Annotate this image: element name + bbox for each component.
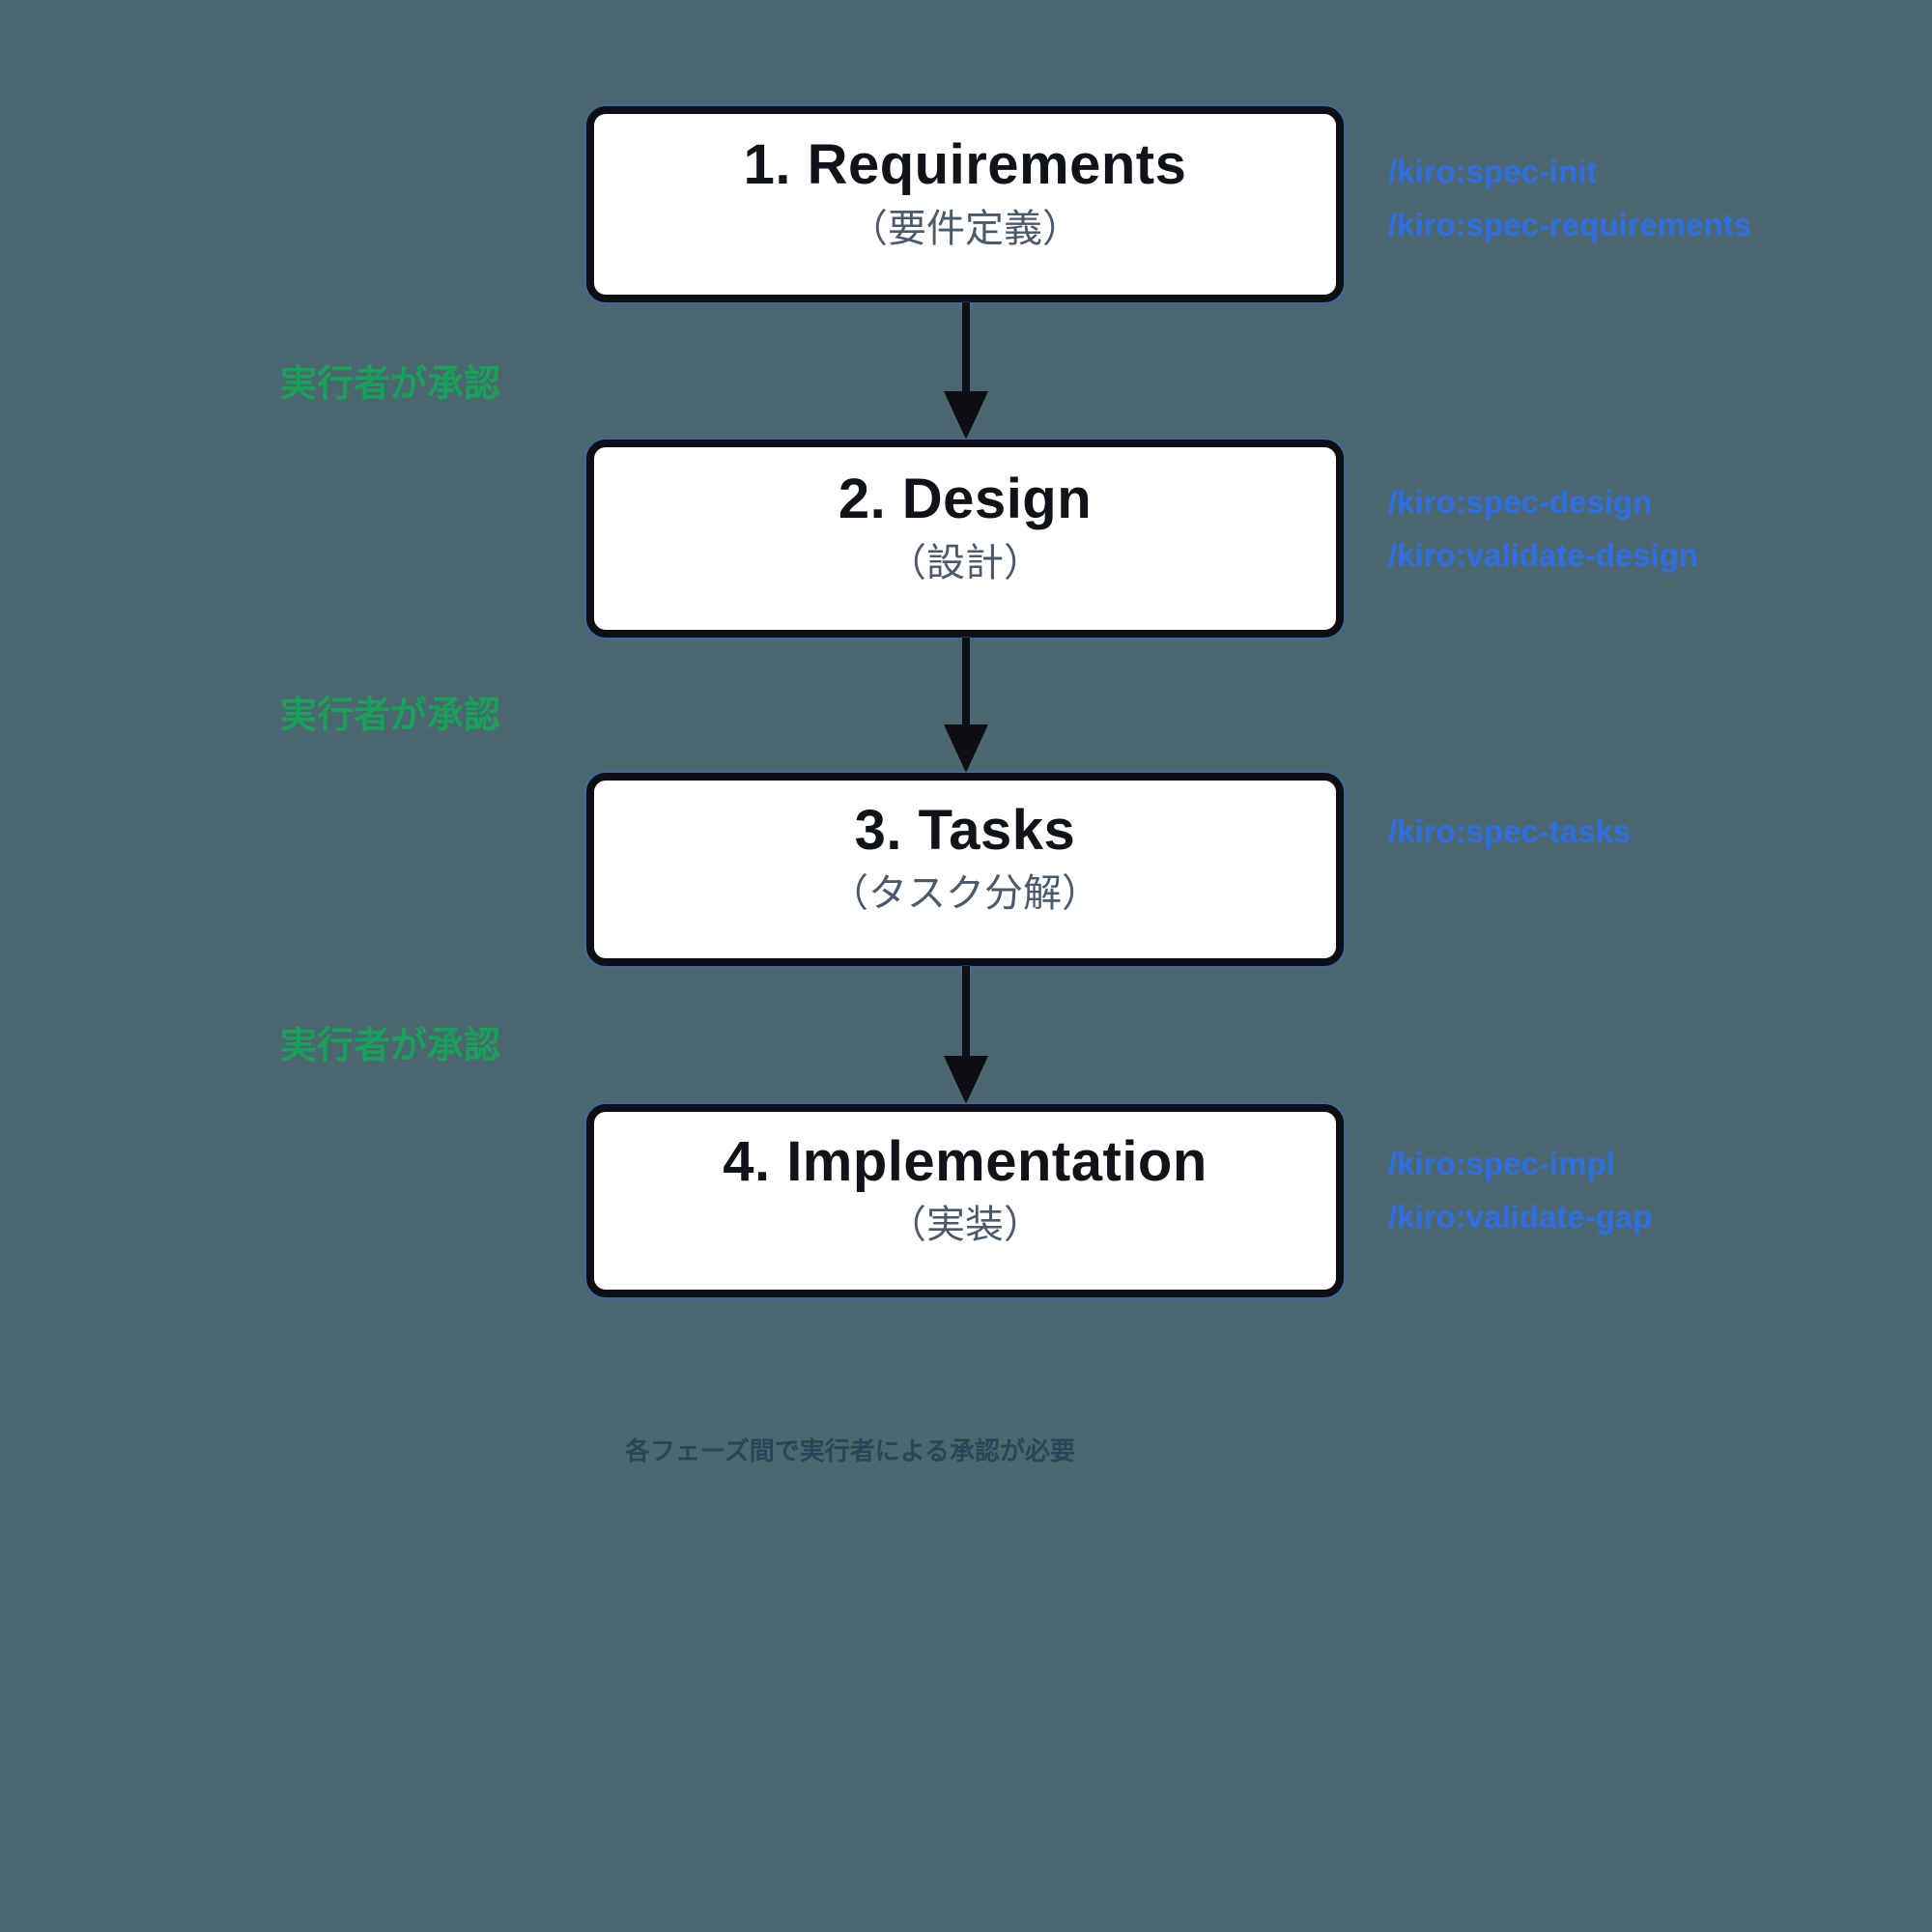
approval-label-3: 実行者が承認 xyxy=(280,1026,501,1066)
command-labels-tasks: /kiro:spec-tasks xyxy=(1388,805,1631,858)
phase-subtitle: （設計） xyxy=(888,541,1042,584)
phase-box-requirements: 1. Requirements （要件定義） xyxy=(586,106,1344,302)
command-label: /kiro:validate-gap xyxy=(1388,1199,1653,1235)
phase-title: 1. Requirements xyxy=(743,133,1187,197)
command-label: /kiro:validate-design xyxy=(1388,537,1698,573)
arrow-head-icon xyxy=(944,1056,988,1104)
command-labels-implementation: /kiro:spec-impl /kiro:validate-gap xyxy=(1388,1137,1652,1243)
approval-label-1: 実行者が承認 xyxy=(280,364,501,405)
phase-subtitle: （タスク分解） xyxy=(830,872,1100,916)
command-label: /kiro:spec-init xyxy=(1388,154,1598,189)
phase-box-design: 2. Design （設計） xyxy=(586,440,1344,638)
phase-subtitle: （要件定義） xyxy=(849,207,1081,250)
command-label: /kiro:spec-tasks xyxy=(1388,813,1632,849)
command-labels-requirements: /kiro:spec-init /kiro:spec-requirements xyxy=(1388,145,1751,251)
command-label: /kiro:spec-impl xyxy=(1388,1146,1615,1181)
phase-title: 4. Implementation xyxy=(723,1129,1208,1193)
phase-subtitle: （実装） xyxy=(888,1204,1042,1247)
phase-title: 2. Design xyxy=(838,468,1093,531)
phase-title: 3. Tasks xyxy=(854,798,1076,862)
command-label: /kiro:spec-requirements xyxy=(1388,207,1751,242)
approval-label-2: 実行者が承認 xyxy=(280,696,501,736)
arrow-head-icon xyxy=(944,391,988,440)
phase-box-implementation: 4. Implementation （実装） xyxy=(586,1104,1344,1297)
arrow-line-3 xyxy=(962,966,970,1058)
arrow-line-2 xyxy=(962,638,970,726)
command-label: /kiro:spec-design xyxy=(1388,484,1653,520)
arrow-head-icon xyxy=(944,724,988,773)
phase-box-tasks: 3. Tasks （タスク分解） xyxy=(586,773,1344,966)
command-labels-design: /kiro:spec-design /kiro:validate-design xyxy=(1388,475,1698,582)
arrow-line-1 xyxy=(962,302,970,393)
footnote: 各フェーズ間で実行者による承認が必要 xyxy=(625,1436,1075,1465)
